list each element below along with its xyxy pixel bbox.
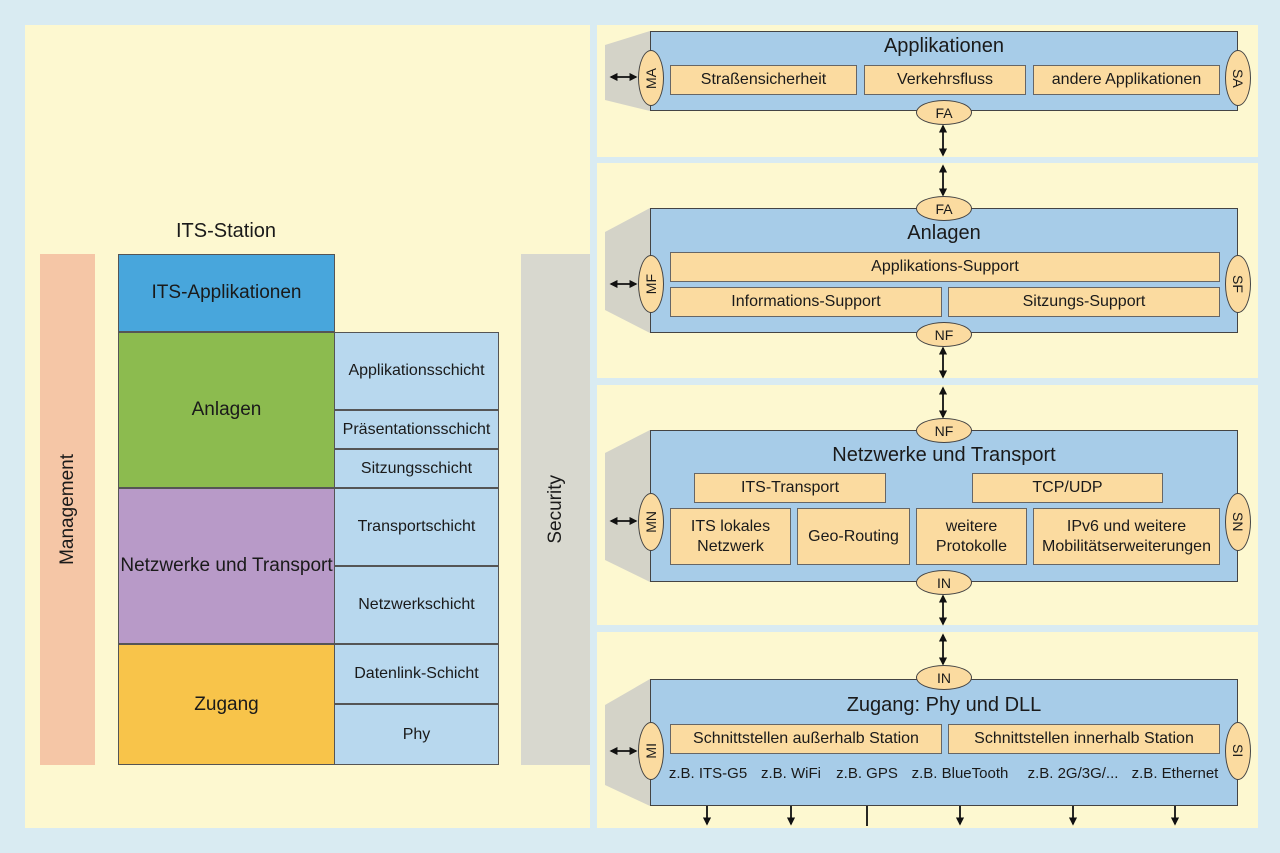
layer-its-applikationen: ITS-Applikationen bbox=[118, 254, 335, 332]
box-tcp-udp: TCP/UDP bbox=[972, 473, 1163, 503]
box-sitzungs-support: Sitzungs-Support bbox=[948, 287, 1220, 317]
example-wifi: z.B. WiFi bbox=[761, 765, 821, 782]
osi-phy: Phy bbox=[334, 704, 499, 765]
osi-transportschicht: Transportschicht bbox=[334, 488, 499, 566]
oval-nf-top: NF bbox=[916, 418, 972, 443]
oval-sf: SF bbox=[1225, 255, 1251, 313]
oval-sn-label: SN bbox=[1230, 512, 1246, 532]
box-schnittstellen-ausserhalb: Schnittstellen außerhalb Station bbox=[670, 724, 942, 754]
example-its-g5: z.B. ITS-G5 bbox=[668, 765, 748, 782]
box-ipv6: IPv6 und weitere Mobilitätserweiterungen bbox=[1033, 508, 1220, 565]
oval-mi: MI bbox=[638, 722, 664, 780]
oval-si-label: SI bbox=[1230, 744, 1246, 758]
box-applikations-support: Applikations-Support bbox=[670, 252, 1220, 282]
example-2g3g: z.B. 2G/3G/... bbox=[1027, 765, 1119, 782]
box-informations-support: Informations-Support bbox=[670, 287, 942, 317]
box-verkehrsfluss: Verkehrsfluss bbox=[864, 65, 1026, 95]
example-gps: z.B. GPS bbox=[836, 765, 898, 782]
security-bar: Security bbox=[521, 254, 590, 765]
oval-mn-label: MN bbox=[643, 511, 659, 533]
osi-netzwerkschicht: Netzwerkschicht bbox=[334, 566, 499, 644]
panel-netzwerke-title: Netzwerke und Transport bbox=[832, 444, 1056, 466]
oval-mn: MN bbox=[638, 493, 664, 551]
oval-sf-label: SF bbox=[1230, 275, 1246, 293]
box-geo-routing: Geo-Routing bbox=[797, 508, 910, 565]
oval-ma-label: MA bbox=[643, 67, 659, 89]
oval-si: SI bbox=[1225, 722, 1251, 780]
box-schnittstellen-innerhalb: Schnittstellen innerhalb Station bbox=[948, 724, 1220, 754]
panel-zugang-title: Zugang: Phy und DLL bbox=[846, 694, 1042, 716]
box-weitere-protokolle: weitere Protokolle bbox=[916, 508, 1027, 565]
panel-anlagen-title: Anlagen bbox=[907, 222, 981, 244]
box-andere-applikationen: andere Applikationen bbox=[1033, 65, 1220, 95]
box-its-transport: ITS-Transport bbox=[694, 473, 886, 503]
oval-sa: SA bbox=[1225, 50, 1251, 106]
oval-fa-top: FA bbox=[916, 196, 972, 221]
oval-in-top: IN bbox=[916, 665, 972, 690]
example-ethernet: z.B. Ethernet bbox=[1131, 765, 1219, 782]
oval-sn: SN bbox=[1225, 493, 1251, 551]
osi-sitzungsschicht: Sitzungsschicht bbox=[334, 449, 499, 488]
station-title: ITS-Station bbox=[175, 220, 277, 242]
management-bar: Management bbox=[40, 254, 95, 765]
example-bluetooth: z.B. BlueTooth bbox=[911, 765, 1009, 782]
oval-mi-label: MI bbox=[643, 743, 659, 759]
osi-applikationsschicht: Applikationsschicht bbox=[334, 332, 499, 410]
box-its-lokales-netzwerk: ITS lokales Netzwerk bbox=[670, 508, 791, 565]
oval-fa-bottom: FA bbox=[916, 100, 972, 125]
oval-mf-label: MF bbox=[643, 273, 659, 295]
layer-netzwerke-transport: Netzwerke und Transport bbox=[118, 488, 335, 644]
panel-applikationen-title: Applikationen bbox=[883, 35, 1005, 57]
box-strassensicherheit: Straßensicherheit bbox=[670, 65, 857, 95]
layer-anlagen: Anlagen bbox=[118, 332, 335, 488]
oval-mf: MF bbox=[638, 255, 664, 313]
oval-in-bottom: IN bbox=[916, 570, 972, 595]
oval-sa-label: SA bbox=[1230, 68, 1246, 88]
layer-zugang: Zugang bbox=[118, 644, 335, 765]
osi-praesentationsschicht: Präsentationsschicht bbox=[334, 410, 499, 449]
oval-nf-bottom: NF bbox=[916, 322, 972, 347]
oval-ma: MA bbox=[638, 50, 664, 106]
osi-datenlink-schicht: Datenlink-Schicht bbox=[334, 644, 499, 704]
